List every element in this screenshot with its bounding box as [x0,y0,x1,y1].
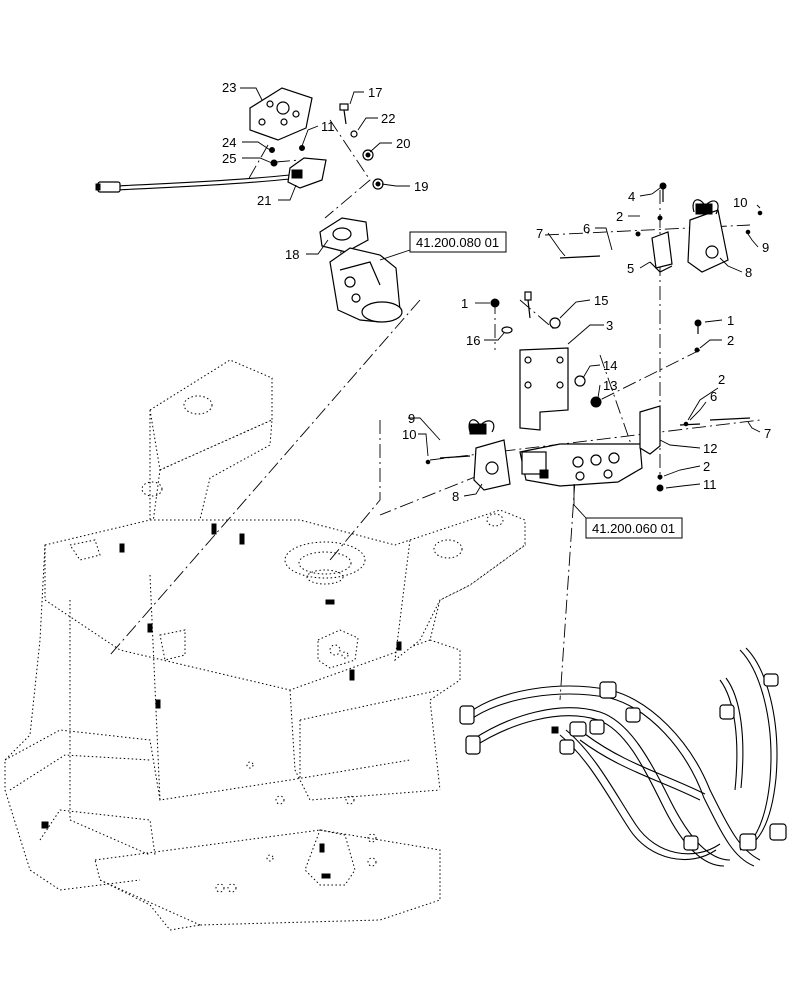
hose-assembly [459,647,787,867]
steering-cover-plate [249,87,313,141]
callout-15: 15 [594,293,608,308]
callout-1: 1 [461,296,468,311]
callout-1b: 1 [727,313,734,328]
callout-7: 7 [536,226,543,241]
sensor-wire-harness [95,174,291,193]
callout-16: 16 [466,333,480,348]
small-hardware-top [269,103,384,190]
callout-14: 14 [603,358,617,373]
callout-11b: 11 [703,477,717,492]
callout-19: 19 [414,179,428,194]
reference-box-steering[interactable]: 41.200.080 01 [409,231,507,253]
callout-24: 24 [222,135,236,150]
callout-23: 23 [222,80,236,95]
valve-mount-bracket [490,291,702,431]
callout-8b: 8 [452,489,459,504]
callout-10b: 10 [402,427,416,442]
leader-lines [240,87,761,519]
callout-17: 17 [368,85,382,100]
callout-8: 8 [745,265,752,280]
loader-frame [4,359,526,931]
steering-sensor [287,157,327,189]
reference-box-control[interactable]: 41.200.060 01 [585,517,683,539]
callout-2c: 2 [718,372,725,387]
callout-9b: 9 [408,411,415,426]
control-valve [519,443,643,487]
solenoid-bracket-upper [559,182,763,273]
callout-25: 25 [222,151,236,166]
callout-2d: 2 [703,459,710,474]
callout-20: 20 [396,136,410,151]
callout-11: 11 [321,119,335,134]
callout-9: 9 [762,240,769,255]
callout-12: 12 [703,441,717,456]
callout-13: 13 [603,378,617,393]
solenoid-coil-upper [687,199,729,273]
callout-numbers: 23 17 11 22 24 20 25 19 21 18 4 10 2 7 6… [222,80,771,504]
solenoid-bracket-right [639,405,751,492]
reference-label-steering: 41.200.080 01 [416,235,499,250]
callout-6: 6 [583,221,590,236]
callout-7b: 7 [764,426,771,441]
callout-3: 3 [606,318,613,333]
callout-2b: 2 [727,333,734,348]
steering-valve-body [319,217,403,323]
callout-22: 22 [381,111,395,126]
callout-10: 10 [733,195,747,210]
solenoid-coil-lower [425,419,511,491]
callout-6b: 6 [710,389,717,404]
callout-2: 2 [616,209,623,224]
callout-21: 21 [257,193,271,208]
callout-5: 5 [627,261,634,276]
reference-label-control: 41.200.060 01 [592,521,675,536]
callout-4: 4 [628,189,635,204]
callout-18: 18 [285,247,299,262]
